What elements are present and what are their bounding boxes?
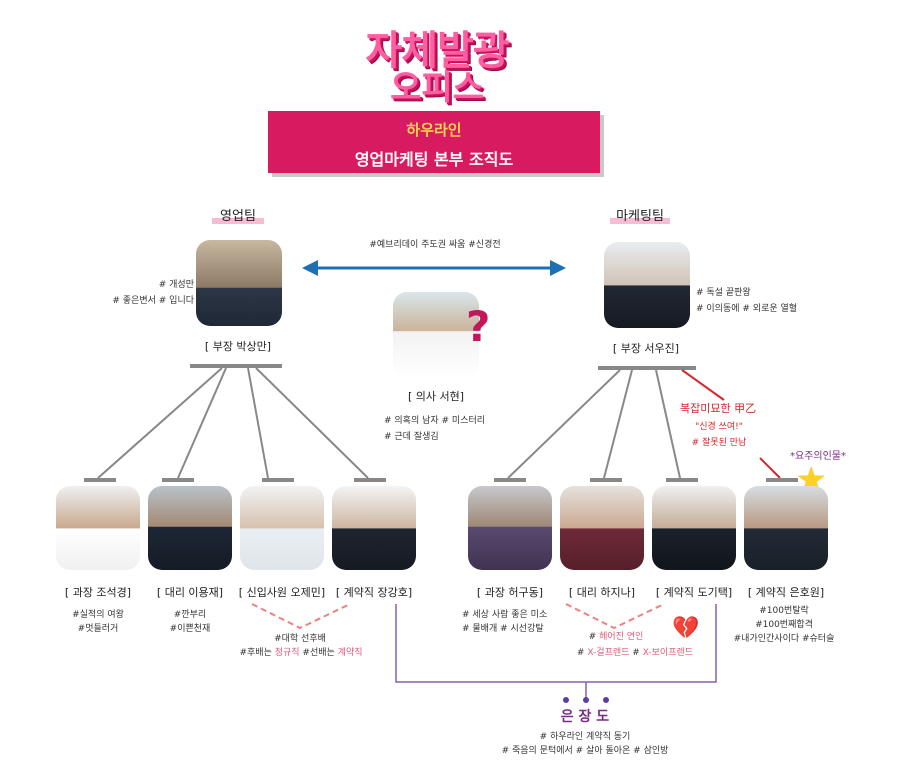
park-tag-2: # 좋은변서 # 입니다 [112, 296, 194, 306]
logo-line-2: 오피스 [390, 68, 484, 108]
label-staff-3: [ 신입사원 오제민] [238, 586, 326, 599]
label-staff-5: [ 과장 허구동] [476, 586, 544, 599]
dot-2 [583, 697, 589, 703]
staff-2-tag-2: #이쁜천재 [169, 624, 211, 634]
seo-note-1: 복잡미묘한 甲乙 [680, 402, 757, 415]
label-doctor: [ 의사 서현] [407, 390, 465, 403]
team-label-sales: 영업팀 [212, 205, 264, 226]
photo-staff-6 [560, 486, 644, 570]
photo-staff-2 [148, 486, 232, 570]
photo-staff-8 [744, 486, 828, 570]
sales-bar [190, 364, 282, 368]
pair-note-2-line-1: # 헤어진 연인 [588, 632, 644, 642]
staff-8-tag-2: #100번째합격 [755, 620, 813, 630]
label-staff-8: [ 계약직 은호원] [747, 586, 825, 599]
pair-note-1-line-1: #대학 선후배 [274, 634, 326, 644]
question-mark-icon: ? [466, 302, 491, 351]
photo-staff-4 [332, 486, 416, 570]
pair-note-2-line-2: # X-걸프렌드 # X-보이프렌드 [576, 648, 694, 658]
label-park: [ 부장 박상만] [204, 340, 272, 353]
logo-line-1: 자체발광 [365, 28, 509, 74]
photo-park [196, 240, 282, 326]
photo-staff-1 [56, 486, 140, 570]
eun-bracket [395, 604, 717, 683]
label-seo: [ 부장 서우진] [612, 342, 680, 355]
eun-title: 은 장 도 [560, 709, 610, 725]
rivalry-arrow-head-left [302, 260, 318, 276]
doctor-tag-2: # 근데 잘생김 [384, 432, 439, 442]
staff-8-tag-1: #100번탈락 [759, 606, 809, 616]
staff-5-tag-2: # 물배개 # 시선강탈 [462, 624, 544, 634]
company-name: 하우라인 [406, 121, 462, 139]
dot-1 [563, 697, 569, 703]
label-staff-1: [ 과장 조석경] [64, 586, 132, 599]
label-staff-2: [ 대리 이용재] [156, 586, 224, 599]
seo-tag-2: # 이의동에 # 외로운 열혈 [696, 304, 798, 314]
chart-title: 영업마케팅 본부 조직도 [354, 150, 514, 169]
eun-tag-2: # 죽음의 문턱에서 # 살아 돌아온 # 삼인방 [501, 746, 669, 756]
photo-staff-5 [468, 486, 552, 570]
photo-seo [604, 242, 690, 328]
star-note: *요주의인물* [790, 451, 846, 462]
marketing-bar [598, 366, 696, 370]
team-label-marketing: 마케팅팀 [610, 205, 670, 226]
rivalry-tag: #예브리데이 주도권 싸움 #신경전 [369, 240, 501, 250]
staff-5-tag-1: # 세상 사람 좋은 미소 [462, 610, 548, 620]
label-staff-6: [ 대리 하지나] [568, 586, 636, 599]
photo-doctor [393, 292, 479, 378]
park-tag-1: # 개성만 [158, 280, 194, 290]
staff-2-tag-1: #깐부리 [173, 610, 207, 620]
staff-1-tag-1: #실적의 여왕 [72, 610, 124, 620]
seo-tag-1: # 독설 끝판왕 [696, 288, 751, 298]
staff-8-tag-3: #내가인간사이다 #슈터슬 [733, 634, 835, 644]
eun-tag-1: # 하우라인 계약직 동기 [539, 732, 631, 742]
seo-note-2: "신경 쓰여!" [695, 422, 743, 432]
title-banner: 하우라인 영업마케팅 본부 조직도 [268, 111, 600, 173]
show-logo: 자체발광 오피스 [342, 18, 532, 108]
photo-staff-7 [652, 486, 736, 570]
label-staff-4: [ 계약직 장강호] [335, 586, 413, 599]
label-staff-7: [ 계약직 도기택] [655, 586, 733, 599]
broken-heart-icon: 💔 [672, 616, 700, 641]
pair-note-1-line-2: #후배는 정규직 #선배는 계약직 [239, 648, 363, 658]
staff-1-tag-2: #멋들러거 [77, 624, 119, 634]
dot-3 [603, 697, 609, 703]
rivalry-arrow-head-right [550, 260, 566, 276]
red-link [681, 369, 725, 401]
seo-note-3: # 잘못된 만남 [691, 438, 747, 448]
doctor-tag-1: # 의혹의 남자 # 미스터리 [384, 416, 486, 426]
photo-staff-3 [240, 486, 324, 570]
